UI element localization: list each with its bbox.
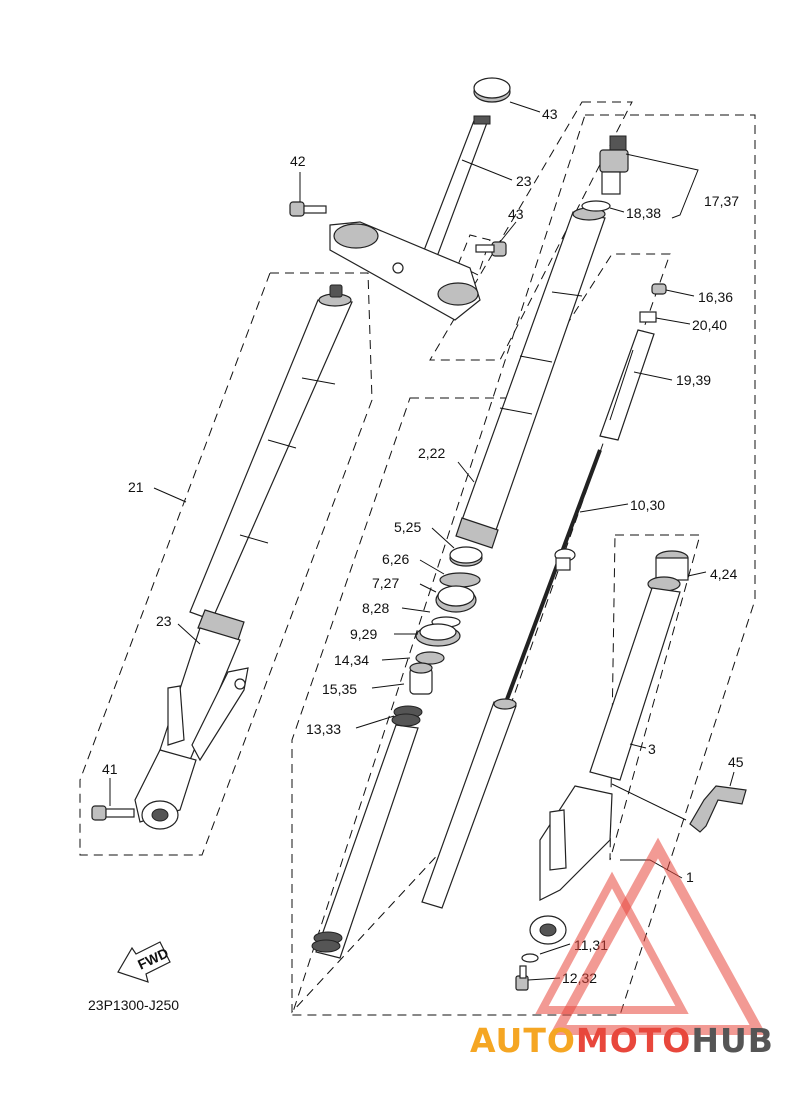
seal-stack: [409, 546, 483, 695]
callout-16-36: 16,36: [698, 289, 733, 305]
leader-lines: [109, 101, 735, 981]
callout-3: 3: [648, 741, 656, 757]
callout-13-33: 13,33: [306, 721, 341, 737]
callout-15-35: 15,35: [322, 681, 357, 697]
watermark-triangle-inner: [535, 871, 689, 1014]
bracket-45: [689, 785, 747, 833]
fwd-arrow-icon: FWD: [117, 941, 171, 983]
steering-stem: [289, 77, 511, 321]
damper-rod: [504, 449, 602, 703]
watermark-auto: AUTO: [470, 1021, 576, 1060]
callout-18-38: 18,38: [626, 205, 661, 221]
cartridge-tube: [421, 698, 517, 909]
callout-42: 23: [516, 173, 532, 189]
watermark-moto: MOTO: [576, 1021, 691, 1060]
callout-20-40: 20,40: [692, 317, 727, 333]
callout-23: 23: [156, 613, 172, 629]
callout-41: 41: [102, 761, 118, 777]
callout-43-right: 43: [508, 206, 524, 222]
callout-1: 1: [686, 869, 694, 885]
callout-5-25: 5,25: [394, 519, 421, 535]
cap-bolt: [581, 135, 629, 212]
callout-labels: 43 23 42 43 17,37 18,38 16,36 20,40 19,3…: [102, 106, 744, 986]
left-fork-assembly: [134, 284, 353, 830]
callout-4-24: 4,24: [710, 566, 737, 582]
callout-10-30: 10,30: [630, 497, 665, 513]
axle-bolts: [515, 953, 539, 991]
fork-spring: [311, 705, 423, 959]
callout-7-27: 7,27: [372, 575, 399, 591]
callout-6-26: 6,26: [382, 551, 409, 567]
adjuster-parts: [599, 283, 667, 441]
group-outlines: [79, 101, 756, 1016]
part-code: 23P1300-J250: [88, 997, 179, 1013]
right-outer-tube: [529, 550, 689, 945]
bolt-41: [91, 805, 135, 821]
callout-43-left: 42: [290, 153, 306, 169]
callout-14-34: 14,34: [334, 652, 369, 668]
callout-45: 45: [728, 754, 744, 770]
callout-2-22: 2,22: [418, 445, 445, 461]
watermark-hub: HUB: [691, 1021, 774, 1060]
watermark-logo: AUTOMOTOHUB: [470, 837, 774, 1060]
callout-21: 21: [128, 479, 144, 495]
watermark-triangle: [549, 837, 767, 1035]
callout-9-29: 9,29: [350, 626, 377, 642]
callout-19-39: 19,39: [676, 372, 711, 388]
watermark-text: AUTOMOTOHUB: [470, 1021, 774, 1060]
callout-44: 43: [542, 106, 558, 122]
callout-17-37: 17,37: [704, 193, 739, 209]
callout-8-28: 8,28: [362, 600, 389, 616]
